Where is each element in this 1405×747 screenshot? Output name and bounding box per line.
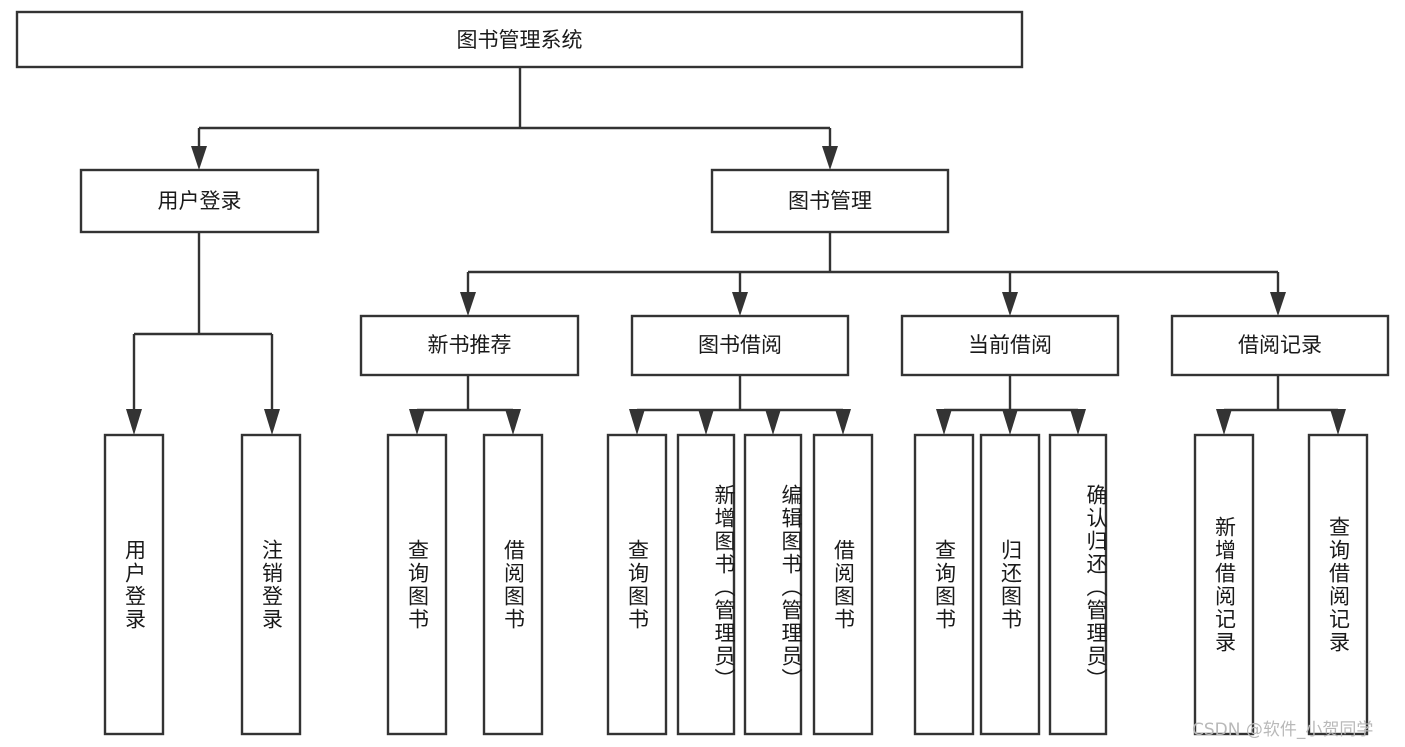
node-user-login-box[interactable] [79,168,320,234]
leaf-box-logout[interactable] [240,433,302,736]
node-current-borrow[interactable]: 当前借阅 [900,314,1120,377]
connector-group-current-borrow [936,375,1086,435]
arrow-head-borrow-record [1270,292,1286,316]
node-book-mgmt[interactable]: 图书管理 [710,168,950,234]
arrow-head-book-mgmt [822,146,838,170]
arrow-head-book-borrow [732,292,748,316]
arrow-head-new-book-rec [460,292,476,316]
connector-group-user-login [126,232,280,435]
node-borrow-record[interactable]: 借阅记录 [1170,314,1390,377]
leaf-box-edit-book[interactable] [743,433,803,736]
node-book-mgmt-box[interactable] [710,168,950,234]
leaf-box-return-book[interactable] [979,433,1041,736]
node-book-mgmt-label: 图书管理 [788,189,872,213]
leaf-box-query-book-3[interactable] [913,433,975,736]
node-new-book-rec-box[interactable] [359,314,580,377]
leaf-box-add-book[interactable] [676,433,736,736]
leaf-box-borrow-book-2[interactable] [812,433,874,736]
arrow-head-leaf-query-book-3 [936,409,952,435]
leaf-box-query-book-1[interactable] [386,433,448,736]
arrow-head-leaf-borrow-book-2 [835,409,851,435]
arrow-head-leaf-add-book [698,409,714,435]
node-book-borrow-box[interactable] [630,314,850,377]
leaf-box-query-record[interactable] [1307,433,1369,736]
leaf-box-query-book-2[interactable] [606,433,668,736]
node-user-login[interactable]: 用户登录 [79,168,320,234]
node-root[interactable]: 图书管理系统 [15,10,1024,69]
node-borrow-record-box[interactable] [1170,314,1390,377]
arrow-head-leaf-return-book [1002,409,1018,435]
arrow-head-user-login [191,146,207,170]
leaf-box-add-record[interactable] [1193,433,1255,736]
node-root-label: 图书管理系统 [457,28,583,52]
node-user-login-label: 用户登录 [158,189,242,213]
leaf-box-borrow-book-1[interactable] [482,433,544,736]
node-root-box[interactable] [15,10,1024,69]
node-borrow-record-label: 借阅记录 [1238,333,1322,357]
leaf-box-user-login[interactable] [103,433,165,736]
arrow-head-leaf-query-book-1 [409,409,425,435]
arrow-head-leaf-add-record [1216,409,1232,435]
arrow-head-leaf-logout [264,409,280,435]
arrow-head-leaf-query-book-2 [629,409,645,435]
node-current-borrow-label: 当前借阅 [968,333,1052,357]
arrow-head-leaf-edit-book [765,409,781,435]
connector-group-new-book-rec [409,375,521,435]
csdn-watermark: CSDN @软件_小贺同学 [1192,720,1374,740]
node-new-book-rec[interactable]: 新书推荐 [359,314,580,377]
arrow-head-current-borrow [1002,292,1018,316]
arrow-head-leaf-confirm-return [1070,409,1086,435]
leaf-box-confirm-return[interactable] [1048,433,1108,736]
node-book-borrow[interactable]: 图书借阅 [630,314,850,377]
connector-group-borrow-record [1216,375,1346,435]
arrow-head-leaf-query-record [1330,409,1346,435]
node-current-borrow-box[interactable] [900,314,1120,377]
arrow-head-leaf-user-login [126,409,142,435]
node-book-borrow-label: 图书借阅 [698,333,782,357]
connector-group-book-mgmt [460,232,1286,316]
connector-group-book-borrow [629,375,851,435]
node-new-book-rec-label: 新书推荐 [428,333,512,357]
arrow-head-leaf-borrow-book-1 [505,409,521,435]
connector-group-root [191,67,838,170]
